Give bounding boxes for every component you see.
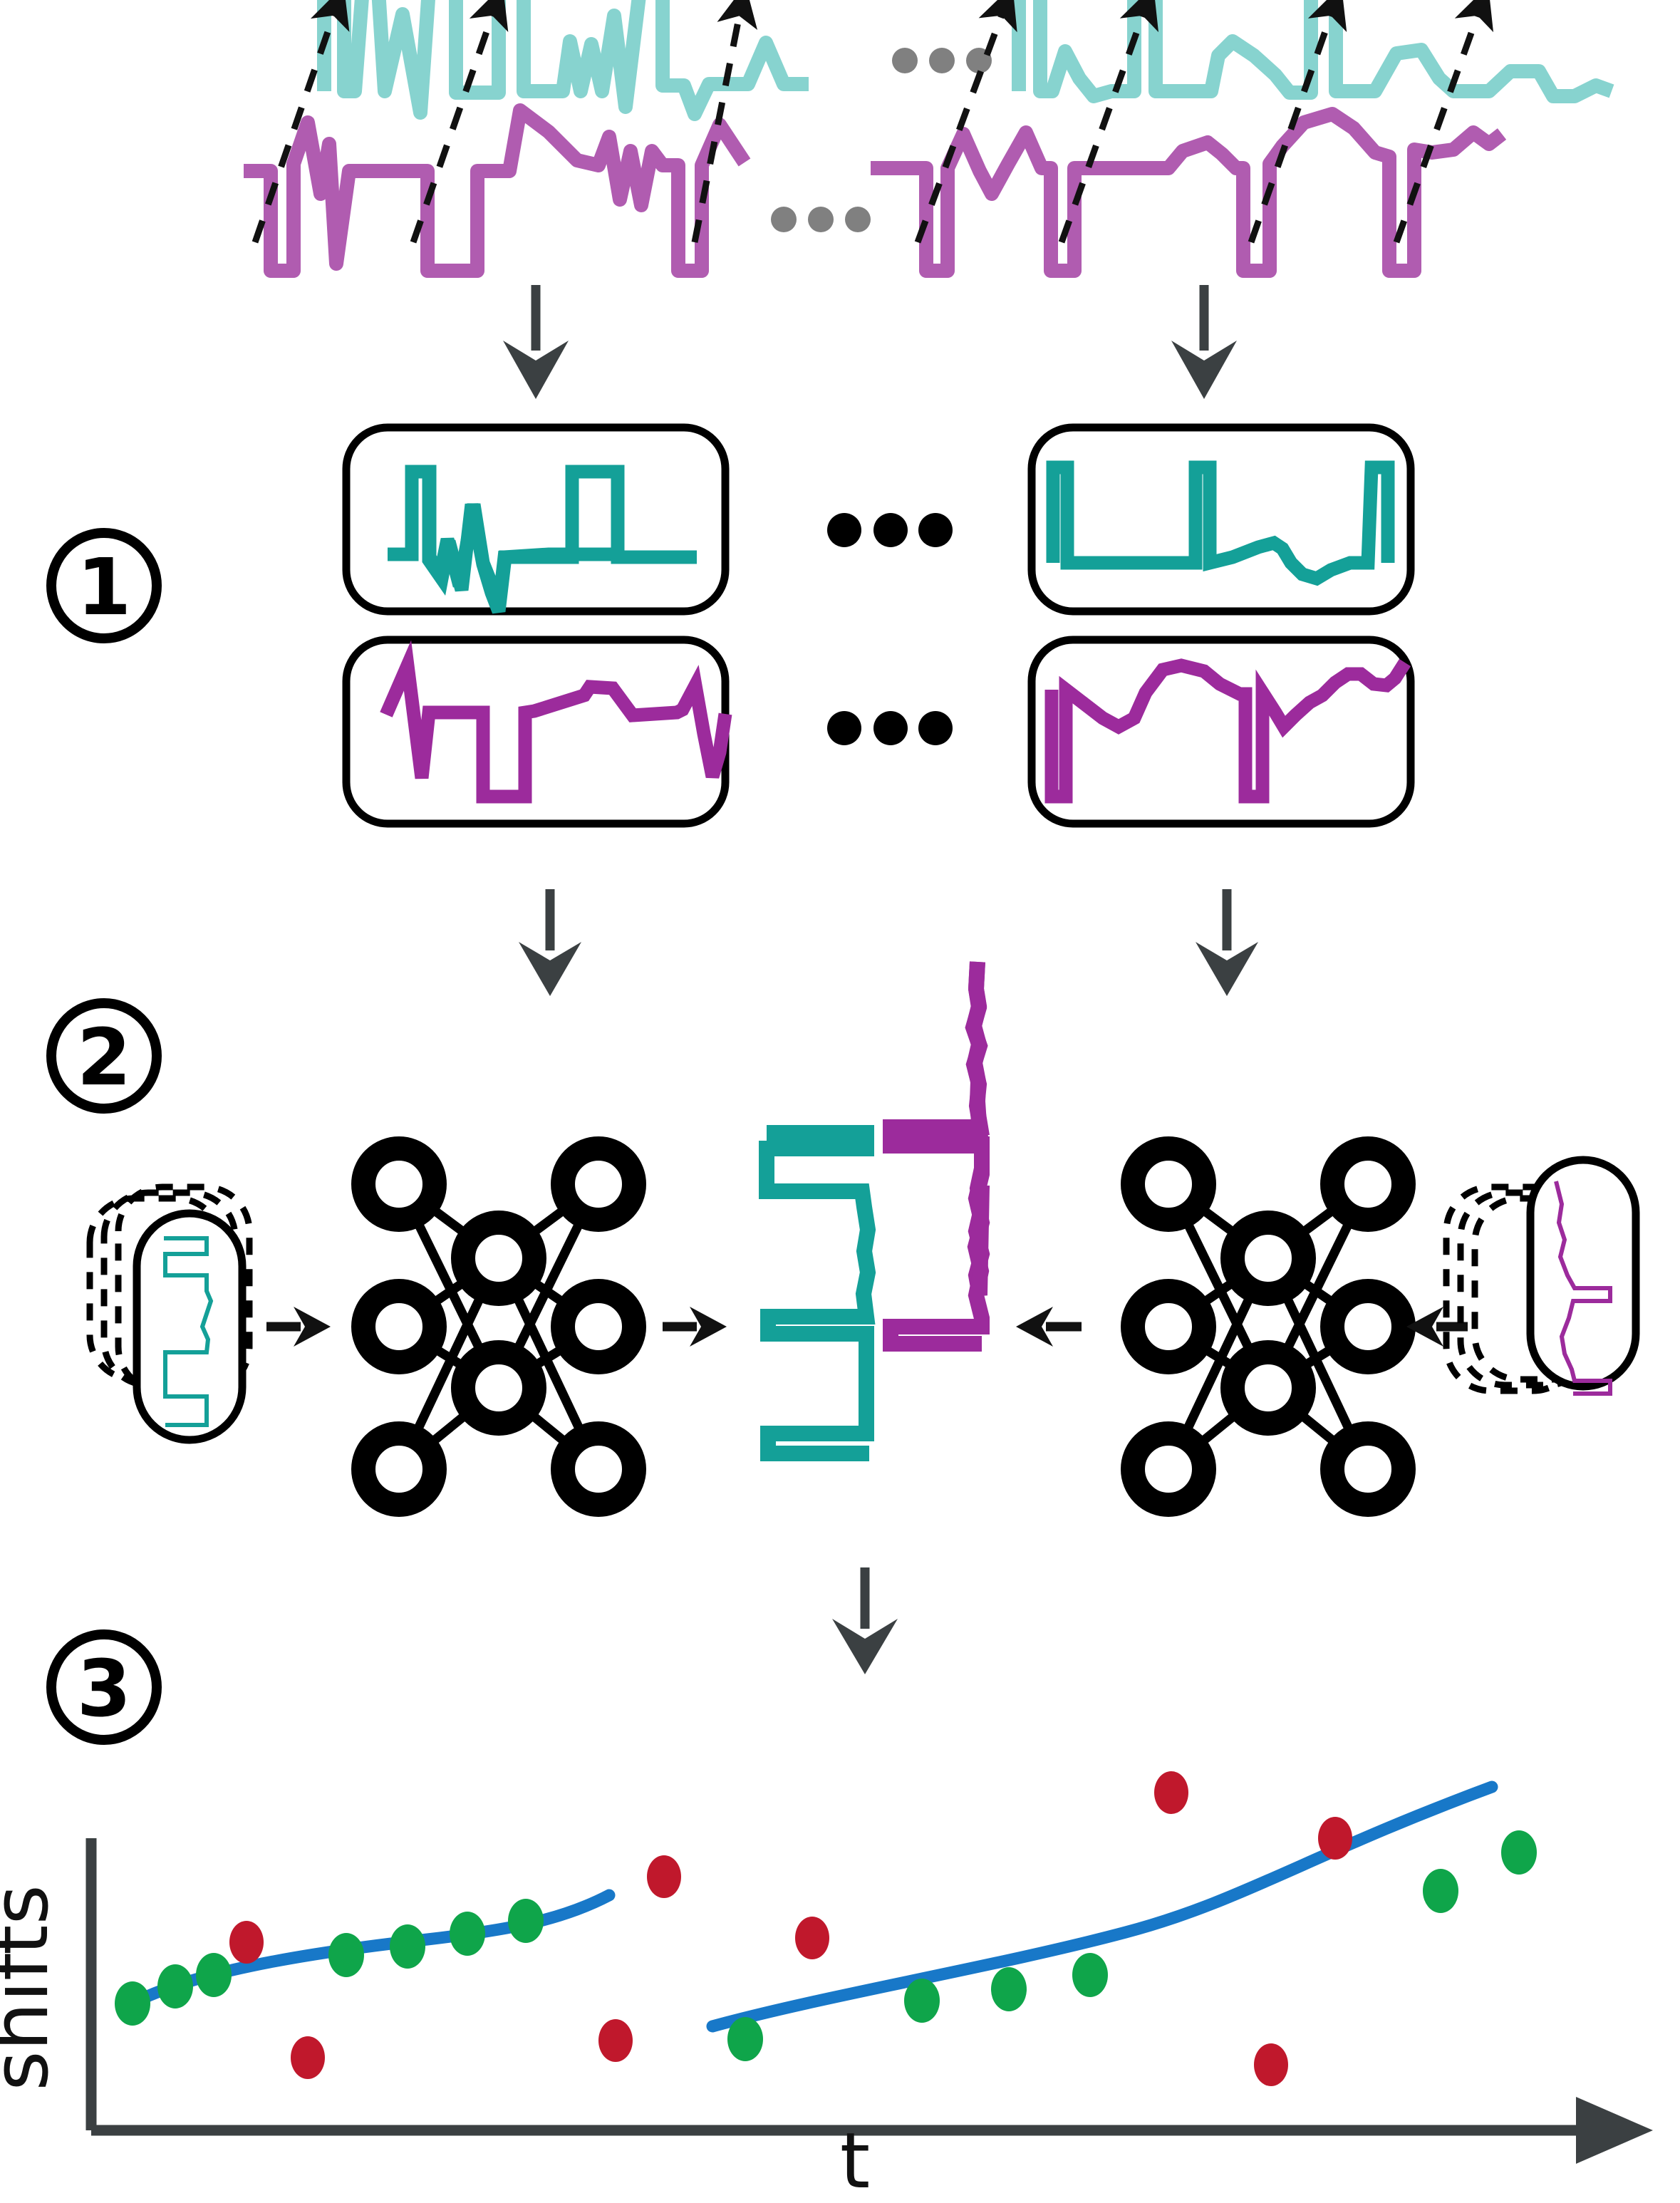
- raw-series-purple: [244, 103, 751, 278]
- segment-box-purple-right[interactable]: [1027, 636, 1415, 828]
- input-window-stack-purple[interactable]: [1443, 1156, 1640, 1396]
- inlier-point: [1423, 1869, 1458, 1913]
- y-axis-label: shifts: [0, 1885, 66, 2090]
- nn-node: [1320, 1279, 1416, 1374]
- stack-copy-1: [115, 1183, 253, 1394]
- inlier-point: [991, 1967, 1027, 2011]
- arrow-nn-left-to-embedding: [663, 1307, 727, 1347]
- inlier-point: [328, 1933, 364, 1977]
- nn-node: [1320, 1421, 1416, 1517]
- raw-series-group: [244, 0, 1614, 278]
- alignment-arrows: [252, 0, 1494, 244]
- outlier-point: [1254, 2043, 1288, 2086]
- step-badge-2: 2: [46, 998, 162, 1114]
- stage3-chart: shifts t: [0, 1771, 1653, 2203]
- arrow-stack-to-nn-left: [266, 1307, 331, 1347]
- nn-node: [451, 1211, 546, 1306]
- inlier-point: [196, 1953, 232, 1997]
- outlier-point: [291, 2036, 325, 2079]
- inlier-points: [115, 1830, 1537, 2061]
- inlier-point: [904, 1979, 940, 2023]
- x-axis-arrowhead: [1576, 2097, 1653, 2164]
- step-badge-1-label: 1: [77, 541, 132, 633]
- segment-box-purple-left[interactable]: [342, 636, 732, 828]
- outlier-point: [598, 2019, 633, 2062]
- nn-node: [351, 1279, 447, 1374]
- neural-network-left[interactable]: [351, 1136, 646, 1517]
- stack-front-box: [133, 1209, 247, 1444]
- segment-signal-teal-right: [1046, 460, 1395, 586]
- inlier-point: [390, 1924, 425, 1969]
- inlier-point: [1072, 1953, 1108, 1997]
- inlier-point: [727, 2017, 763, 2061]
- step-badge-3-label: 3: [77, 1643, 132, 1734]
- stage2-group: [86, 961, 1640, 1517]
- arrow-stack-to-nn-right: [1406, 1307, 1468, 1347]
- input-window-stack-teal[interactable]: [86, 1183, 253, 1444]
- segment-box-teal-right[interactable]: [1027, 423, 1415, 616]
- nn-node: [1121, 1421, 1216, 1517]
- segment-signal-purple-left: [380, 640, 732, 804]
- embedding-teal: [759, 1125, 876, 1461]
- nn-node: [1220, 1211, 1316, 1306]
- outlier-point: [229, 1921, 264, 1964]
- step-badge-2-label: 2: [77, 1012, 132, 1103]
- nn-node: [1320, 1136, 1416, 1232]
- arrow-nn-right-to-embedding: [1016, 1307, 1082, 1347]
- arrow-stage2-to-stage3: [832, 1567, 898, 1674]
- neural-network-right[interactable]: [1121, 1136, 1416, 1517]
- raw-series-teal: [317, 0, 809, 121]
- inlier-point: [1501, 1830, 1537, 1875]
- nn-node: [351, 1421, 447, 1517]
- x-axis-label: t: [840, 2117, 870, 2203]
- outlier-point: [647, 1855, 681, 1898]
- arrow-stage1-to-stage2-right: [1196, 889, 1258, 996]
- raw-series-teal-right: [1012, 0, 1614, 103]
- outlier-point: [1318, 1817, 1352, 1860]
- nn-node: [551, 1421, 646, 1517]
- arrow-raw-to-stage1-left: [503, 285, 569, 399]
- nn-left-nodes: [351, 1136, 646, 1517]
- stack-copy-3: [86, 1195, 224, 1383]
- stack-signal-purple: [1554, 1181, 1612, 1396]
- outlier-points: [229, 1771, 1352, 2086]
- step-badge-3: 3: [46, 1629, 162, 1745]
- nn-node: [1220, 1340, 1316, 1436]
- inlier-point: [450, 1912, 485, 1956]
- segment-signal-teal-left-b: [388, 465, 697, 614]
- segment-box-teal-left[interactable]: [342, 423, 730, 616]
- nn-node: [551, 1136, 646, 1232]
- nn-node: [451, 1340, 546, 1436]
- raw-ellipsis-bottom: [771, 207, 871, 232]
- step-badge-1: 1: [46, 528, 162, 643]
- raw-ellipsis-top: [892, 48, 992, 73]
- arrow-stage1-to-stage2-left: [519, 889, 581, 996]
- outlier-point: [1154, 1771, 1188, 1814]
- stack-front-box: [1526, 1156, 1640, 1391]
- nn-node: [351, 1136, 447, 1232]
- nn-node: [551, 1279, 646, 1374]
- stage1-ellipsis-top: [827, 513, 953, 547]
- embedding-purple-b: [883, 961, 990, 1352]
- stack-copy-1: [1443, 1183, 1581, 1394]
- segment-signal-purple-right: [1044, 658, 1411, 804]
- outlier-point: [795, 1917, 829, 1959]
- stage1-group: [342, 423, 1415, 828]
- nn-node: [1121, 1279, 1216, 1374]
- nn-right-nodes: [1121, 1136, 1416, 1517]
- stage1-ellipsis-bottom: [827, 711, 953, 745]
- nn-node: [1121, 1136, 1216, 1232]
- raw-series-purple-right: [871, 107, 1507, 278]
- inlier-point: [157, 1964, 193, 2008]
- stack-signal-teal: [163, 1236, 214, 1427]
- inlier-point: [508, 1899, 544, 1943]
- inlier-point: [115, 1981, 150, 2026]
- arrow-raw-to-stage1-right: [1171, 285, 1237, 399]
